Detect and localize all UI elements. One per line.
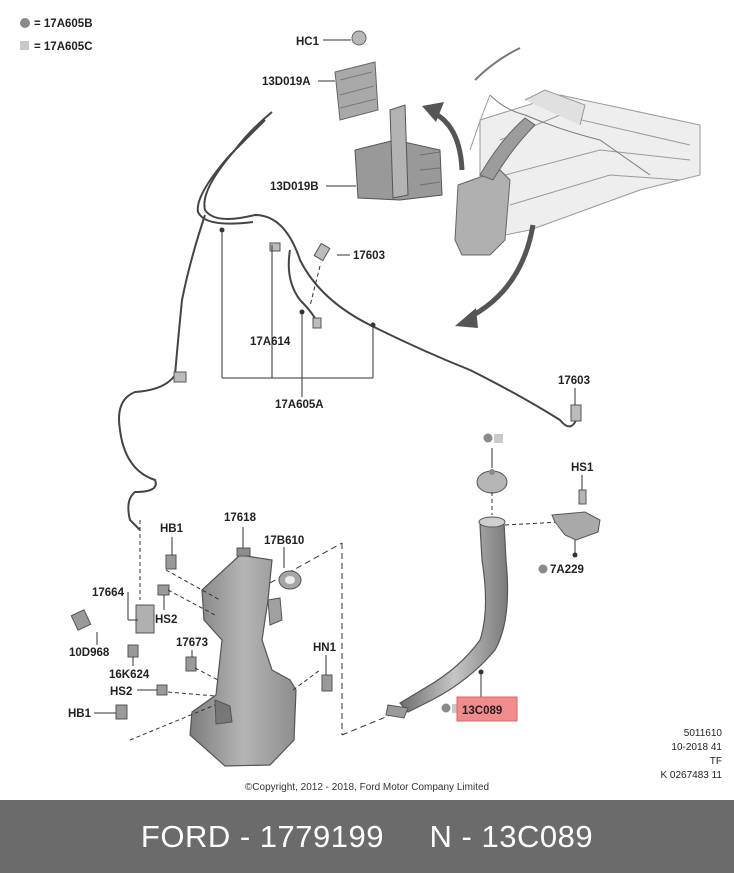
copyright-notice: ©Copyright, 2012 - 2018, Ford Motor Comp… <box>244 782 490 793</box>
callout-hs2-top: HS2 <box>155 614 177 626</box>
hose-callout-lines <box>139 230 576 600</box>
callout-7a229: 7A229 <box>550 564 584 576</box>
washer-hose-17a605a <box>118 111 579 531</box>
drawing-info-block: 5011610 10-2018 41 TF K 0267483 11 <box>660 727 722 783</box>
legend-label-b: = 17A605B <box>34 18 93 30</box>
callout-hb1-bottom: HB1 <box>68 708 92 720</box>
callout-hs2-bottom: HS2 <box>110 686 132 698</box>
fastener-leader-lines <box>94 537 327 714</box>
direction-arrow-up-head <box>422 102 444 122</box>
callout-17a605a: 17A605A <box>275 399 324 411</box>
callout-hn1: HN1 <box>313 642 337 654</box>
part-marker-cap <box>483 433 503 443</box>
callout-17603-right: 17603 <box>558 375 590 387</box>
callout-17b610: 17B610 <box>264 535 304 547</box>
callout-17a614: 17A614 <box>250 336 291 348</box>
bracket-hc1-part <box>323 30 367 46</box>
legend: = 17A605B = 17A605C <box>20 18 93 53</box>
parts-diagram: = 17A605B = 17A605C <box>20 18 701 767</box>
callout-hs1: HS1 <box>571 462 594 474</box>
footer-reference-number: N - 13C089 <box>429 818 594 854</box>
hose-connectors <box>173 242 582 422</box>
bracket-13d019b-part <box>326 104 443 201</box>
legend-square-icon <box>20 41 29 50</box>
fasteners <box>70 554 333 720</box>
context-reservoir <box>454 117 536 256</box>
callout-hb1-top: HB1 <box>160 523 184 535</box>
legend-circle-icon <box>20 18 30 28</box>
callout-17664: 17664 <box>92 587 125 599</box>
direction-arrow-down-head <box>455 308 478 328</box>
callout-13d019a: 13D019A <box>262 76 311 88</box>
drawing-reference: K 0267483 11 <box>660 770 722 781</box>
bracket-13d019a-part <box>318 61 379 121</box>
footer-spacer <box>384 819 430 855</box>
legend-label-c: = 17A605C <box>34 41 93 53</box>
pipe-bracket-7a229-part <box>551 489 601 541</box>
callout-17618: 17618 <box>224 512 257 524</box>
part-number-footer: FORD - 1779199 N - 13C089 <box>0 800 734 873</box>
callout-16k624: 16K624 <box>109 669 150 681</box>
callout-17603-top: 17603 <box>353 250 385 262</box>
callout-13d019b: 13D019B <box>270 181 319 193</box>
callout-17673: 17673 <box>176 637 208 649</box>
filler-pipe-13c089-part <box>385 516 509 719</box>
callout-labels: HC1 13D019A 13D019B 17603 17A614 17A605A… <box>68 36 594 720</box>
callout-10d968: 10D968 <box>69 647 110 659</box>
pump-17618-part <box>236 547 251 557</box>
filler-cap-part <box>476 469 508 494</box>
drawing-date: 10-2018 41 <box>671 742 722 753</box>
footer-brand-part-number: FORD - 1779199 <box>140 818 384 854</box>
callout-13c089: 13C089 <box>462 705 502 717</box>
part-marker-7a229 <box>538 564 548 574</box>
pipe-leader-lines <box>480 448 583 697</box>
washer-reservoir-part <box>189 554 297 767</box>
drawing-code: TF <box>709 756 722 767</box>
highlight-box-13c089 <box>456 696 518 722</box>
direction-arrow-down <box>466 224 536 321</box>
callout-hc1: HC1 <box>296 36 320 48</box>
drawing-number: 5011610 <box>683 728 722 739</box>
filler-cap-17b610-part <box>278 570 302 590</box>
